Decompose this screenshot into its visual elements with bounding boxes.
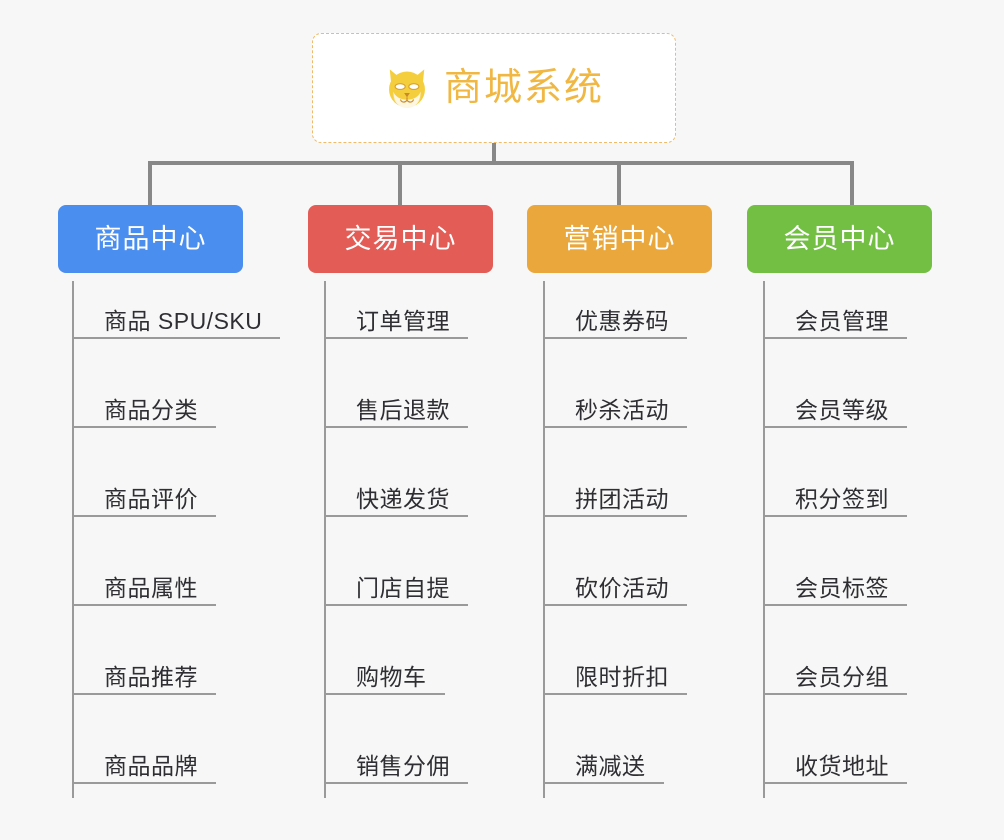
leaf-item-label: 限时折扣 [575,664,669,691]
leaf-item-label: 商品品牌 [104,753,198,780]
leaf-item-label: 销售分佣 [356,753,450,780]
leaf-item-label: 砍价活动 [575,575,669,602]
leaf-item[interactable]: 门店自提 [324,548,468,606]
leaf-item[interactable]: 砍价活动 [543,548,687,606]
category-label: 会员中心 [783,223,896,254]
leaf-item-label: 商品分类 [104,397,198,424]
leaf-item[interactable]: 售后退款 [324,370,468,428]
leaf-item[interactable]: 拼团活动 [543,459,687,517]
leaf-item-label: 商品评价 [104,486,198,513]
leaf-item-label: 收货地址 [795,753,889,780]
leaf-item[interactable]: 收货地址 [763,726,907,784]
leaf-item[interactable]: 商品品牌 [72,726,216,784]
root-node[interactable]: 商城系统 [312,33,676,143]
category-box-marketing[interactable]: 营销中心 [527,205,712,273]
category-label: 营销中心 [563,223,676,254]
leaf-item[interactable]: 会员管理 [763,281,907,339]
leaf-item[interactable]: 订单管理 [324,281,468,339]
leaf-item-label: 门店自提 [356,575,450,602]
leaf-item[interactable]: 商品 SPU/SKU [72,281,281,339]
leaf-item[interactable]: 秒杀活动 [543,370,687,428]
root-stem-line [492,143,496,165]
leaf-item[interactable]: 购物车 [324,637,445,695]
leaf-item-label: 会员分组 [795,664,889,691]
leaf-item-label: 商品推荐 [104,664,198,691]
category-box-member[interactable]: 会员中心 [747,205,932,273]
leaf-item-label: 满减送 [575,753,646,780]
leaf-item-label: 优惠券码 [575,308,669,335]
column-spine [763,281,765,798]
connector-drop-2 [398,161,402,207]
shiba-dog-icon [389,69,425,109]
root-title: 商城系统 [443,67,604,109]
connector-drop-3 [617,161,621,207]
leaf-item-label: 会员标签 [795,575,889,602]
leaf-item-label: 积分签到 [795,486,889,513]
connector-bus-line [150,161,852,165]
category-box-product[interactable]: 商品中心 [58,205,243,273]
leaf-item-label: 购物车 [356,664,427,691]
category-box-trade[interactable]: 交易中心 [308,205,493,273]
leaf-item[interactable]: 快递发货 [324,459,468,517]
leaf-item[interactable]: 会员分组 [763,637,907,695]
leaf-item[interactable]: 商品分类 [72,370,216,428]
leaf-item-label: 会员管理 [795,308,889,335]
leaf-item[interactable]: 商品推荐 [72,637,216,695]
leaf-item-label: 订单管理 [356,308,450,335]
category-label: 交易中心 [344,223,457,254]
leaf-item-label: 拼团活动 [575,486,669,513]
leaf-item-label: 快递发货 [356,486,450,513]
connector-drop-4 [850,161,854,207]
leaf-item[interactable]: 限时折扣 [543,637,687,695]
category-label: 商品中心 [94,223,207,254]
leaf-item[interactable]: 会员等级 [763,370,907,428]
leaf-item[interactable]: 满减送 [543,726,664,784]
leaf-item[interactable]: 商品属性 [72,548,216,606]
connector-drop-1 [148,161,152,207]
leaf-item-label: 售后退款 [356,397,450,424]
leaf-item-label: 秒杀活动 [575,397,669,424]
leaf-item[interactable]: 优惠券码 [543,281,687,339]
column-spine [324,281,326,798]
leaf-item-label: 商品 SPU/SKU [104,308,263,335]
leaf-item[interactable]: 商品评价 [72,459,216,517]
leaf-item[interactable]: 销售分佣 [324,726,468,784]
column-spine [72,281,74,798]
column-spine [543,281,545,798]
leaf-item-label: 会员等级 [795,397,889,424]
leaf-item[interactable]: 会员标签 [763,548,907,606]
leaf-item[interactable]: 积分签到 [763,459,907,517]
leaf-item-label: 商品属性 [104,575,198,602]
